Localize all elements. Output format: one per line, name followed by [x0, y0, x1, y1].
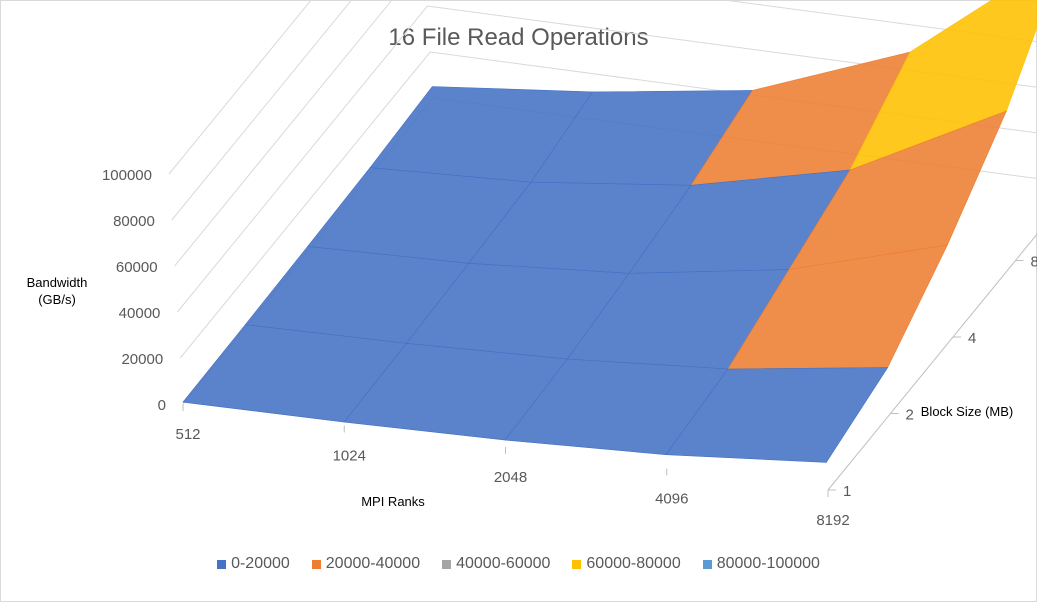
legend-swatch — [572, 559, 582, 569]
legend-label: 0-20000 — [231, 555, 290, 572]
z-tick-label: 8 — [1031, 254, 1037, 271]
z-tick-label: 1 — [843, 483, 851, 500]
x-tick-label: 1024 — [333, 448, 366, 465]
legend-item: 40000-60000 — [442, 555, 550, 573]
y-tick-label: 0 — [158, 397, 166, 414]
y-tick-label: 40000 — [119, 305, 161, 322]
legend-swatch — [217, 559, 227, 569]
y-tick-label: 80000 — [113, 213, 155, 230]
x-tick-label: 2048 — [494, 469, 527, 486]
z-tick-label: 4 — [968, 330, 976, 347]
surface-cell — [665, 367, 889, 463]
legend-label: 80000-100000 — [716, 555, 820, 572]
legend-item: 80000-100000 — [702, 555, 820, 573]
y-tick-label: 100000 — [102, 167, 152, 184]
gridline — [171, 0, 353, 221]
y-axis-label-line2: (GB/s) — [38, 292, 76, 307]
gridline — [177, 5, 1037, 313]
gridline — [168, 0, 312, 175]
legend-label: 20000-40000 — [325, 555, 421, 572]
z-axis-label: Block Size (MB) — [921, 404, 1013, 419]
legend: 0-20000 20000-40000 40000-60000 60000-80000… — [0, 555, 1037, 573]
axes: 0 20000 40000 60000 80000 100000 512 1024 2048 40… — [102, 167, 1037, 529]
legend-swatch — [442, 559, 452, 569]
legend-label: 40000-60000 — [456, 555, 551, 572]
legend-item: 60000-80000 — [572, 555, 681, 573]
x-tick-label: 4096 — [655, 491, 688, 508]
legend-item: 0-20000 — [217, 555, 290, 573]
z-axis-line — [827, 233, 1037, 491]
y-axis-label-line1: Bandwidth — [27, 275, 88, 290]
x-axis-label: MPI Ranks — [361, 494, 425, 509]
legend-swatch — [311, 559, 321, 569]
legend-swatch — [702, 559, 712, 569]
legend-item: 20000-40000 — [311, 555, 421, 573]
z-tick-label: 2 — [906, 407, 914, 424]
surface-plot — [182, 0, 1037, 463]
legend-label: 60000-80000 — [586, 555, 681, 572]
gridline — [174, 0, 1037, 267]
chart-title: 16 File Read Operations — [388, 24, 649, 51]
x-tick-label: 512 — [175, 426, 200, 443]
x-tick-label: 8192 — [816, 512, 849, 529]
y-tick-label: 20000 — [121, 351, 163, 368]
y-tick-label: 60000 — [116, 259, 158, 276]
